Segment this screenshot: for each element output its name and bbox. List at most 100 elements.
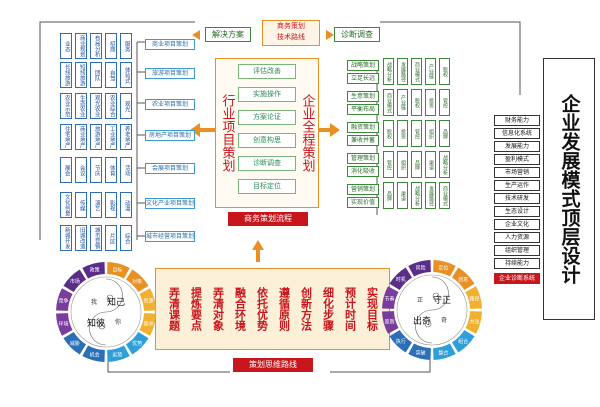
wheel-segment-label: 突破 xyxy=(416,350,426,357)
stage-tag: 组织 xyxy=(397,151,408,178)
yin-yang-dot xyxy=(106,294,114,302)
diagnosis-label: 诊断调查 xyxy=(334,27,380,42)
industry-tag: 业态 xyxy=(60,33,72,59)
stage-tag: 股权 xyxy=(383,120,394,147)
thinking-step: 细化步骤 xyxy=(321,287,335,331)
diagnosis-item: 盈利模式 xyxy=(494,154,540,165)
thinking-label: 策划思维路线 xyxy=(233,358,313,372)
industry-tag: 片区 xyxy=(105,225,117,251)
industry-tag: 传媒 xyxy=(75,192,87,218)
stage-tag: 管控 xyxy=(411,120,422,147)
stage-tag: 发展路径 xyxy=(397,58,408,85)
stage-tag: 管控 xyxy=(383,151,394,178)
stage-tag: 商业模式 xyxy=(411,58,422,85)
thinking-steps-panel xyxy=(155,268,390,350)
planning-step: 诊断调查 xyxy=(238,156,296,171)
diagnosis-item: 企业文化 xyxy=(494,219,540,230)
wheel-segment xyxy=(408,343,431,360)
stage-sub: 立足长远 xyxy=(347,73,379,84)
wheel-segment-label: 竞争 xyxy=(58,298,68,305)
industry-tag: 农业综合 xyxy=(105,93,117,119)
stage-tag: 投资 xyxy=(397,120,408,147)
industry-title: 行业项目策划 xyxy=(219,94,235,172)
industry-tag: 动漫 xyxy=(120,192,132,218)
wheel-segment xyxy=(82,262,105,279)
stage-tag: 品牌 xyxy=(439,120,450,147)
wheel-segment-label: 对象 xyxy=(132,278,142,285)
yin-yang-curve xyxy=(415,276,449,344)
yin-yang-curve xyxy=(89,278,123,346)
industry-tag: 体育 xyxy=(105,157,117,183)
wheel-segment xyxy=(382,286,399,309)
stage-sub: 实现价值 xyxy=(347,197,379,208)
wheel-segment xyxy=(63,331,87,355)
industry-tag: 观光农业 xyxy=(90,93,102,119)
wheel-segment xyxy=(465,311,482,334)
industry-tag: 生态农业 xyxy=(75,93,87,119)
stage-tag: 渠道 xyxy=(397,182,408,209)
stage-label: 战略策划 xyxy=(347,60,379,71)
stage-tag: 品牌 xyxy=(383,182,394,209)
wheel-segment-label: 机会 xyxy=(90,352,100,359)
stage-tag: 股权 xyxy=(411,89,422,116)
industry-item-label: 文化产业项目策划 xyxy=(145,198,195,209)
industry-tag: 布局分析 xyxy=(90,33,102,59)
wheel-segment xyxy=(389,267,413,291)
stage-tag: 渠道 xyxy=(425,151,436,178)
wheel-center-label: 出奇 xyxy=(413,315,431,327)
wheel-center-label: 知彼 xyxy=(87,317,105,329)
stage-sub: 兼收并蓄 xyxy=(347,135,379,146)
planning-step: 评估改善 xyxy=(238,64,296,79)
wheel-segment xyxy=(451,329,475,353)
diagnosis-item: 信息化系统 xyxy=(494,128,540,139)
wheel-mid-label: 我 xyxy=(91,298,97,306)
wheel-segment xyxy=(433,260,456,277)
planning-step: 方案论证 xyxy=(238,110,296,125)
wheel-segment xyxy=(125,331,149,355)
stage-tag: 发展路径 xyxy=(425,182,436,209)
wheel-segment-label: 优势 xyxy=(132,340,142,347)
thinking-step: 预计时间 xyxy=(343,287,357,331)
diagnosis-item: 组织管理 xyxy=(494,245,540,256)
wheel-segment-label: 风险 xyxy=(416,264,426,271)
wheel-segment xyxy=(408,260,431,277)
stage-tag: 产业链 xyxy=(425,58,436,85)
industry-item-label: 城市经营项目策划 xyxy=(145,231,195,242)
yin-yang-dot xyxy=(432,292,440,300)
industry-tag: 新城开发 xyxy=(60,225,72,251)
stage-sub: 平衡布局 xyxy=(347,104,379,115)
industry-tag: 商业地产 xyxy=(75,124,87,150)
industry-tag: 商业规划 xyxy=(75,33,87,59)
flow-label: 商务策划流程 xyxy=(228,212,308,226)
wheel-segment xyxy=(433,343,456,360)
thinking-step: 提炼要点 xyxy=(189,287,203,331)
diagnosis-item: 人力资源 xyxy=(494,232,540,243)
industry-tag: 工业地产 xyxy=(105,124,117,150)
stage-label: 融资策划 xyxy=(347,122,379,133)
stage-tag: 商业模式 xyxy=(439,182,450,209)
stage-label: 生意策划 xyxy=(347,91,379,102)
thinking-step: 实现目标 xyxy=(365,287,379,331)
industry-tag: 展会 xyxy=(60,157,72,183)
diagnosis-item: 持续能力 xyxy=(494,258,540,269)
thinking-step: 遵循原则 xyxy=(277,287,291,331)
industry-tag: 团队 xyxy=(90,62,102,88)
stage-label: 营销策划 xyxy=(347,184,379,195)
wheel-segment xyxy=(125,269,149,293)
stage-tag: 管控 xyxy=(439,89,450,116)
thinking-step: 依托优势 xyxy=(255,287,269,331)
industry-item-label: 会展项目策划 xyxy=(145,163,195,174)
yin-yang-dot xyxy=(424,320,432,328)
stage-tag: 品牌 xyxy=(411,151,422,178)
wheel-mid-label: 奇 xyxy=(441,316,447,324)
wheel-segment-label: 劣势 xyxy=(112,352,122,359)
industry-tag: 短线旅游 xyxy=(75,62,87,88)
enterprise-title: 企业全程策划 xyxy=(299,94,315,172)
wheel-center-label: 守正 xyxy=(433,294,451,306)
wheel-segment-label: 资源 xyxy=(143,298,153,305)
wheel-mid-label: 你 xyxy=(115,318,121,326)
wheel-segment-label: 市场 xyxy=(70,278,80,285)
